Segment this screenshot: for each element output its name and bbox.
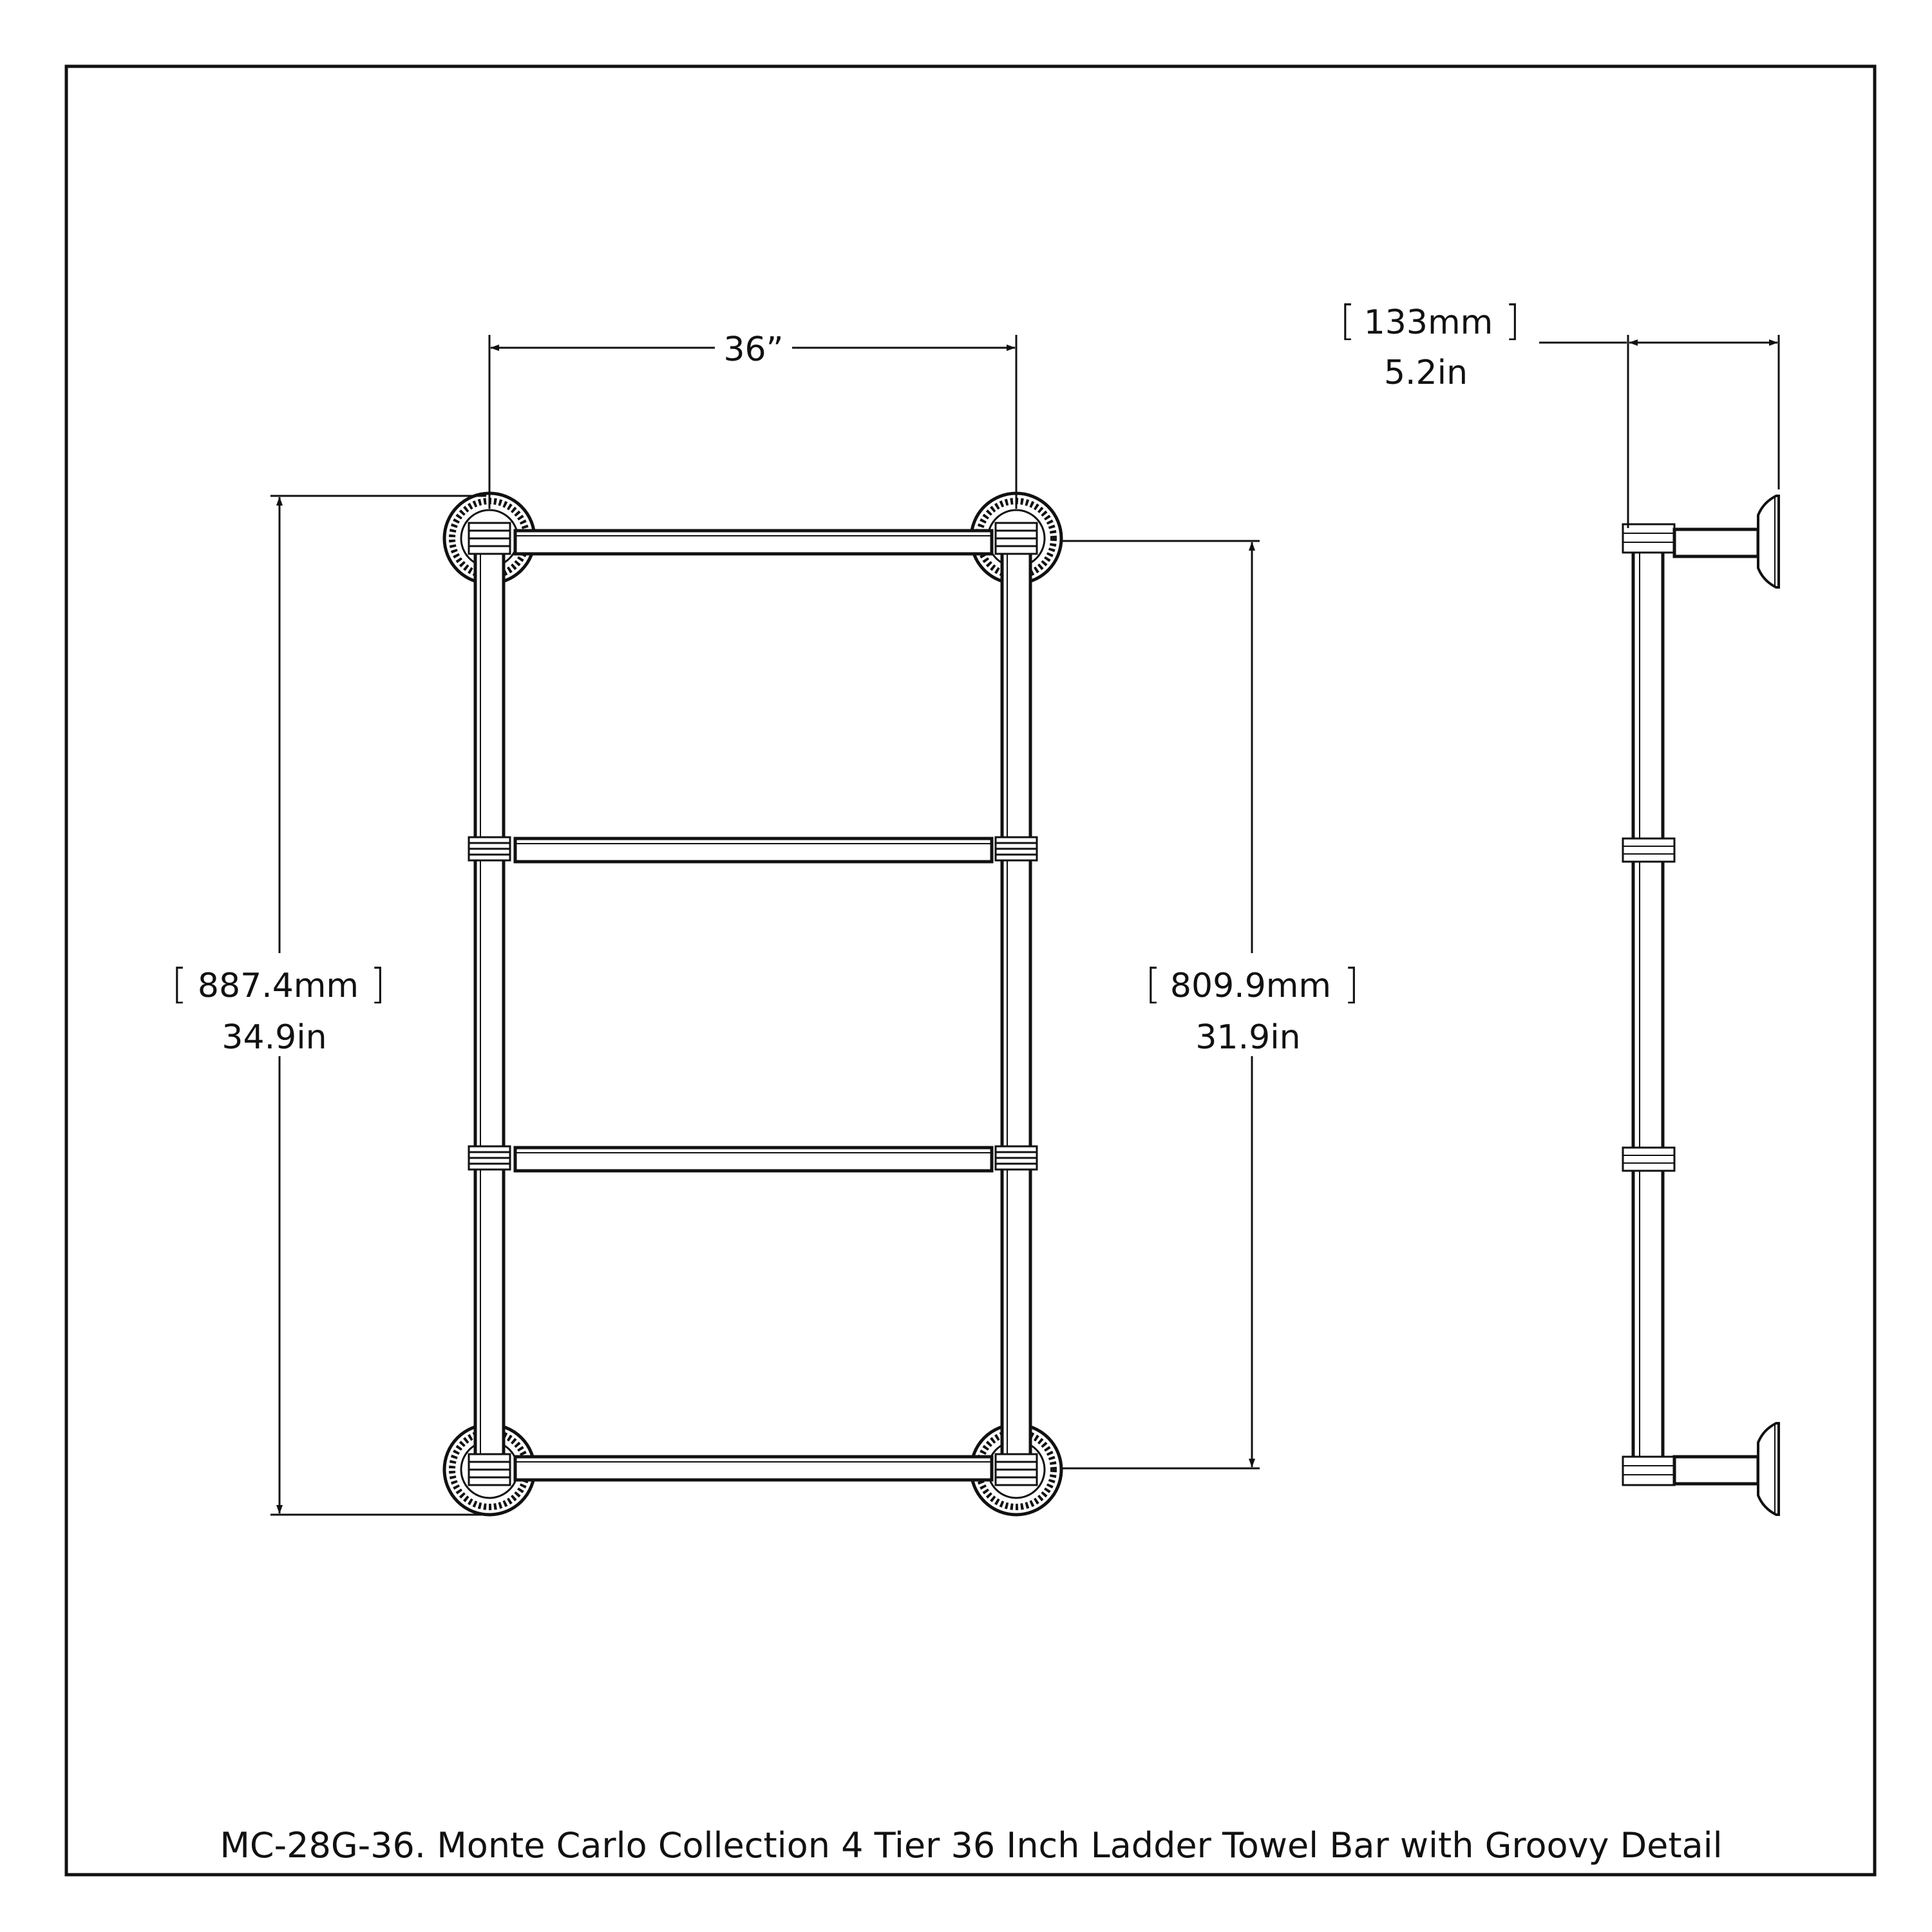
dim-projection-bracket-close: ] [1504, 298, 1520, 345]
tier-bar-3 [513, 1146, 994, 1173]
groove-collars [468, 522, 1038, 1486]
tier-bar-2 [513, 837, 994, 864]
left-post [473, 545, 506, 1464]
side-flange-bottom [1757, 1422, 1780, 1516]
dim-projection-bracket-open: [ [1340, 298, 1356, 345]
dim-overall-height-bracket-close: ] [370, 961, 386, 1009]
dim-projection-mm: 133mm [1364, 303, 1493, 342]
dim-bar-span-mm: 809.9mm [1170, 967, 1331, 1005]
side-view [1622, 495, 1780, 1516]
dim-width: 36” [488, 330, 1018, 509]
dim-bar-span-bracket-open: [ [1145, 961, 1161, 1009]
right-post [1000, 545, 1032, 1464]
dim-projection: [ 133mm ] 5.2in [1340, 298, 1780, 528]
dim-overall-height-bracket-open: [ [171, 961, 187, 1009]
dim-overall-height: [ 887.4mm ] 34.9in [171, 495, 486, 1516]
tier-bar-1 [513, 529, 994, 556]
dim-overall-height-mm: 887.4mm [198, 967, 359, 1005]
dim-width-label: 36” [723, 330, 783, 369]
front-view [442, 491, 1063, 1517]
side-post [1631, 526, 1665, 1483]
side-flange-top [1757, 495, 1780, 589]
dim-overall-height-in: 34.9in [222, 1018, 327, 1057]
drawing-frame [64, 64, 1877, 1877]
tier-bar-4 [513, 1455, 994, 1482]
dim-projection-in: 5.2in [1384, 354, 1468, 392]
dim-bar-span-bracket-close: ] [1343, 961, 1359, 1009]
side-arm-bottom [1672, 1455, 1760, 1486]
drawing-caption: MC-28G-36. Monte Carlo Collection 4 Tier… [220, 1825, 1722, 1866]
dim-bar-span-in: 31.9in [1195, 1018, 1300, 1057]
side-arm-top [1672, 527, 1760, 558]
dim-bar-span: [ 809.9mm ] 31.9in [1063, 540, 1359, 1470]
